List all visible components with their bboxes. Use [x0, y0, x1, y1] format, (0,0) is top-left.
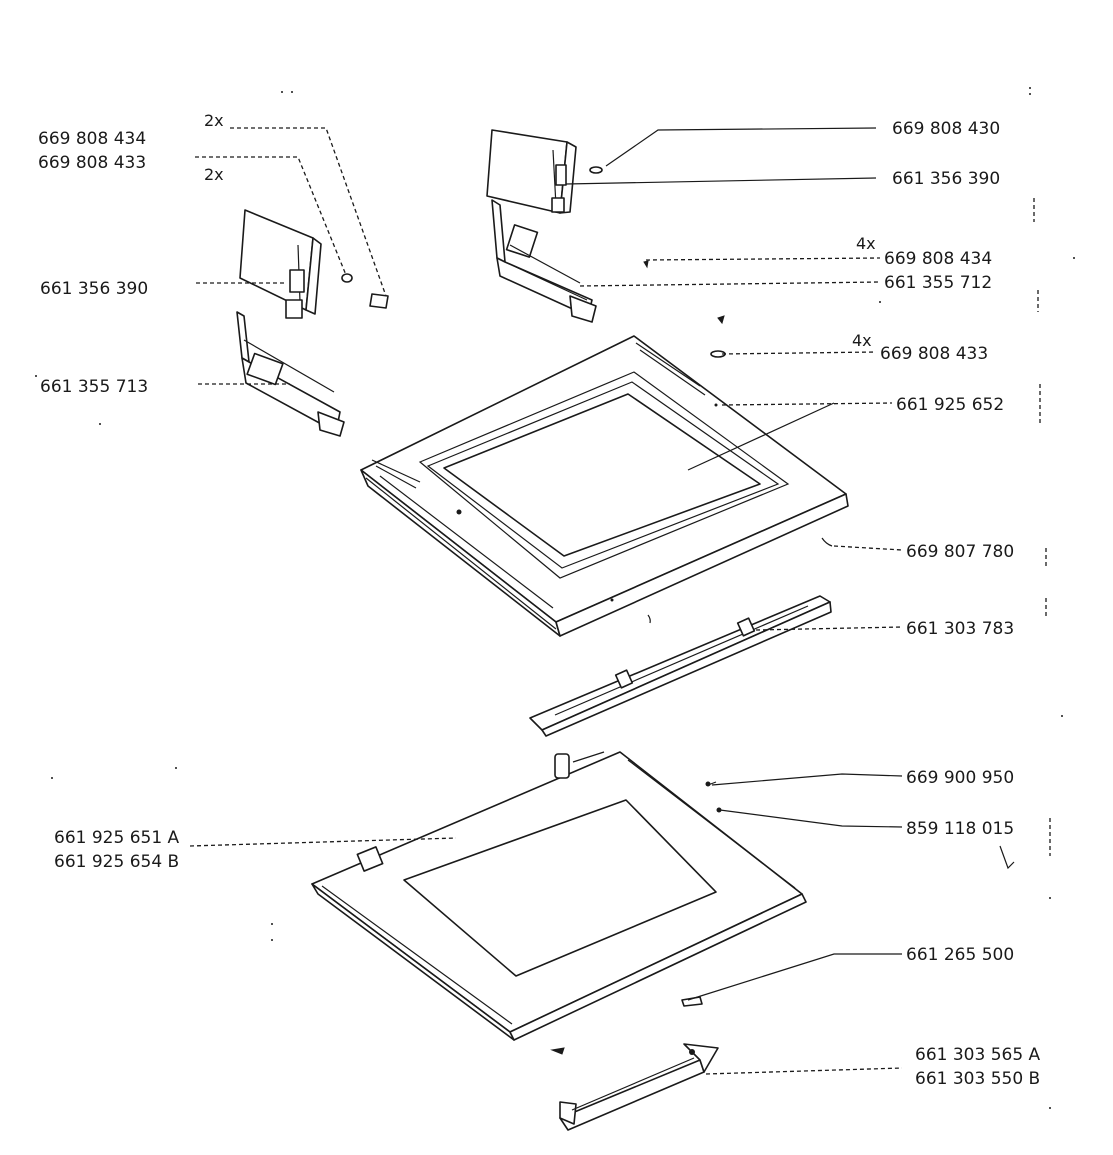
label-661-303-783: 661 303 783 — [906, 619, 1014, 639]
label-669-807-780: 669 807 780 — [906, 542, 1014, 562]
label-661-925-654-b: 661 925 654 B — [54, 852, 179, 872]
scan-speckles — [35, 87, 1075, 1109]
trim-rail — [529, 595, 832, 737]
label-669-808-430: 669 808 430 — [892, 119, 1000, 139]
label-669-808-434-left: 669 808 434 — [38, 129, 146, 149]
label-661-925-652: 661 925 652 — [896, 395, 1004, 415]
hinge-arm-left — [236, 311, 345, 437]
label-661-925-651-a: 661 925 651 A — [54, 828, 180, 848]
label-859-118-015: 859 118 015 — [906, 819, 1014, 839]
inner-door-panel — [360, 335, 849, 637]
part-labels: 669 808 434 669 808 433 661 356 390 661 … — [38, 119, 1041, 1089]
label-669-808-434-right: 669 808 434 — [884, 249, 992, 269]
hinge-bracket-left — [239, 209, 322, 319]
label-661-356-390-right: 661 356 390 — [892, 169, 1000, 189]
quantity-marks: 2x 2x 4x 4x — [204, 111, 876, 350]
lower-hinge-lever — [559, 1043, 719, 1131]
label-669-808-433-right: 669 808 433 — [880, 344, 988, 364]
label-661-303-565-a: 661 303 565 A — [915, 1045, 1041, 1065]
label-669-900-950: 669 900 950 — [906, 768, 1014, 788]
hinge-arm-upper-right — [491, 199, 597, 323]
label-661-265-500: 661 265 500 — [906, 945, 1014, 965]
outer-door-glass — [311, 751, 807, 1041]
label-661-355-712: 661 355 712 — [884, 273, 992, 293]
qty-4x-lower: 4x — [852, 331, 872, 350]
label-661-303-550-b: 661 303 550 B — [915, 1069, 1040, 1089]
qty-4x-upper: 4x — [856, 234, 876, 253]
label-661-356-390-left: 661 356 390 — [40, 279, 148, 299]
fasteners — [341, 166, 833, 1055]
qty-2x-lower: 2x — [204, 165, 224, 184]
qty-2x-upper: 2x — [204, 111, 224, 130]
leader-lines — [189, 127, 903, 1075]
label-661-355-713: 661 355 713 — [40, 377, 148, 397]
hinge-bracket-upper-right — [486, 129, 577, 214]
label-669-808-433-left: 669 808 433 — [38, 153, 146, 173]
